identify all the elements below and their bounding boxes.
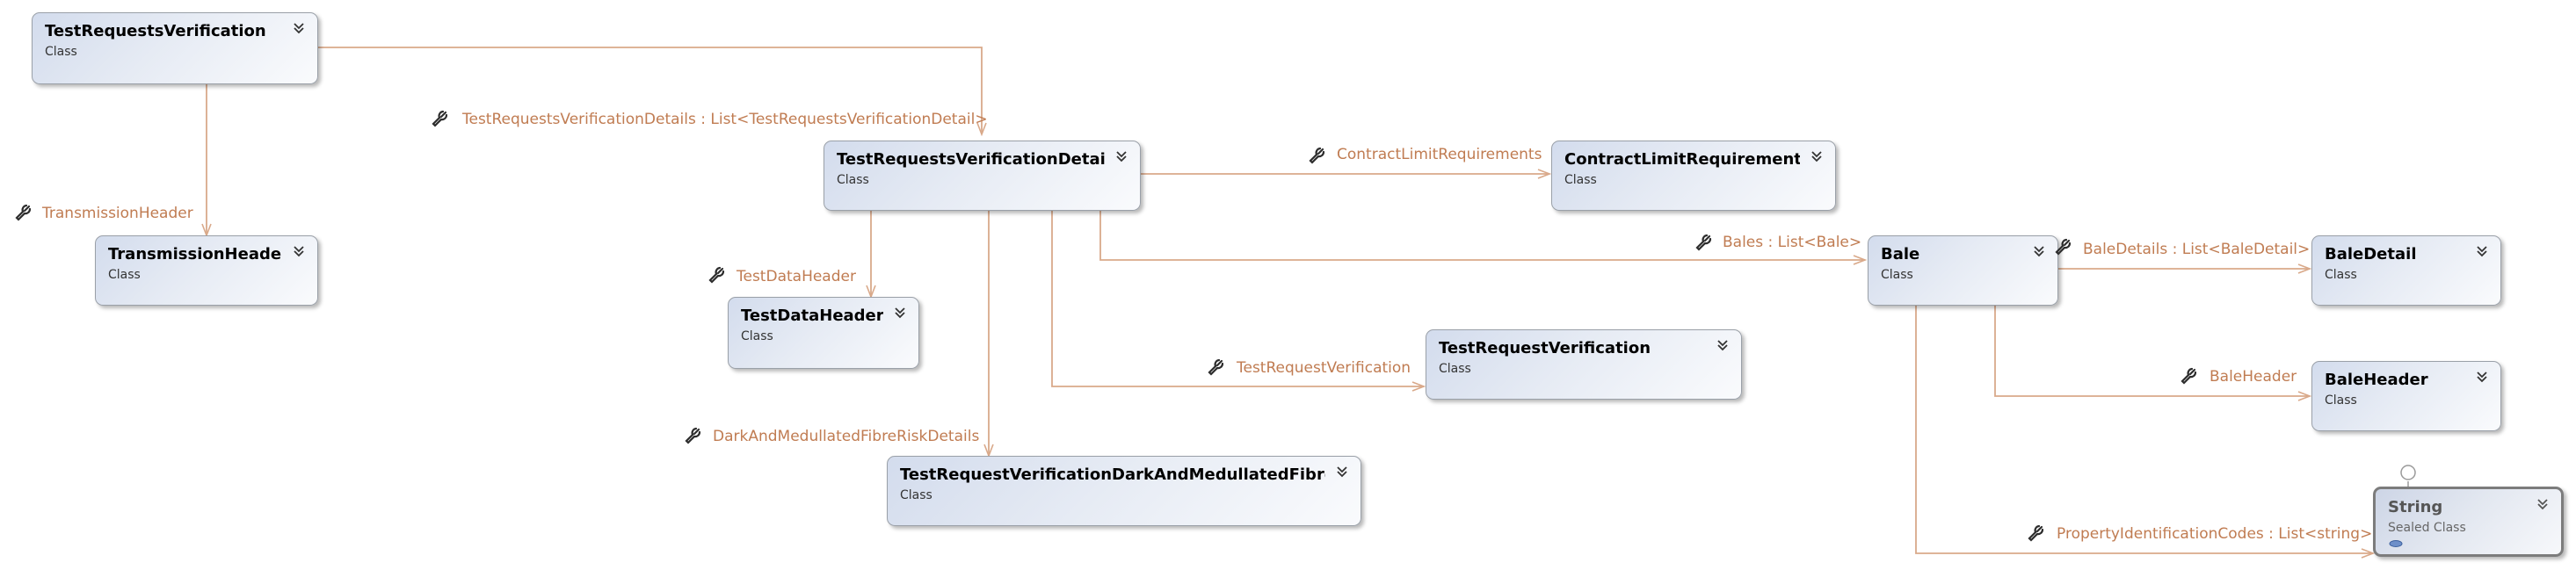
association-label-bale-header[interactable]: BaleHeader — [2210, 368, 2297, 386]
collapse-chevron-icon[interactable] — [1334, 464, 1350, 480]
shape-name: Bale — [1881, 245, 1920, 263]
wrench-icon — [2028, 524, 2044, 542]
shape-kind: Class — [2325, 393, 2357, 408]
shape-name: BaleHeader — [2325, 371, 2428, 389]
collapse-chevron-icon[interactable] — [2535, 496, 2551, 512]
wrench-icon — [1208, 358, 1224, 376]
wrench-icon — [432, 110, 448, 127]
association-label-test-requests-verification-details[interactable]: TestRequestsVerificationDetails : List<T… — [462, 111, 988, 128]
connector-bales — [1099, 211, 1865, 260]
class-shape-string[interactable]: String Sealed Class — [2373, 487, 2564, 557]
class-shape-transmission-header[interactable]: TransmissionHeader Class — [95, 235, 318, 306]
association-label-test-request-verification[interactable]: TestRequestVerification — [1237, 359, 1411, 377]
association-label-transmission-header[interactable]: TransmissionHeader — [42, 205, 193, 222]
wrench-icon — [708, 266, 725, 284]
class-shape-contract-limit-requirements[interactable]: ContractLimitRequirements Class — [1551, 141, 1836, 211]
wrench-icon — [685, 427, 701, 444]
association-label-dark-and-medullated[interactable]: DarkAndMedullatedFibreRiskDetails — [713, 428, 980, 445]
wrench-icon — [1309, 147, 1325, 164]
collapse-chevron-icon[interactable] — [2031, 243, 2047, 259]
shape-name: TestRequestVerification — [1439, 339, 1651, 357]
class-shape-bale-header[interactable]: BaleHeader Class — [2311, 361, 2501, 431]
shape-name: TestRequestVerificationDarkAndMedullated… — [900, 465, 1325, 484]
collapse-chevron-icon[interactable] — [291, 20, 307, 36]
class-shape-test-request-verification[interactable]: TestRequestVerification Class — [1426, 329, 1742, 400]
string-lollipop — [2400, 465, 2416, 487]
collapse-chevron-icon[interactable] — [892, 305, 908, 321]
shape-kind: Class — [837, 173, 869, 187]
shape-kind: Class — [1439, 362, 1471, 376]
shape-name: TransmissionHeader — [108, 245, 282, 263]
collapse-chevron-icon[interactable] — [2474, 243, 2490, 259]
wrench-icon — [1695, 234, 1712, 251]
shape-name: ContractLimitRequirements — [1564, 150, 1800, 169]
shape-name: BaleDetail — [2325, 245, 2417, 263]
shape-kind: Class — [1881, 268, 1913, 282]
shape-name: TestRequestsVerification — [45, 22, 266, 40]
collapse-chevron-icon[interactable] — [1114, 148, 1129, 164]
class-shape-test-requests-verification[interactable]: TestRequestsVerification Class — [32, 12, 318, 84]
wrench-icon — [15, 204, 32, 221]
collapse-chevron-icon[interactable] — [2474, 369, 2490, 385]
class-shape-test-requests-verification-detail[interactable]: TestRequestsVerificationDetail Class — [824, 141, 1141, 211]
wrench-icon — [2055, 238, 2072, 256]
collapse-chevron-icon[interactable] — [1809, 148, 1825, 164]
collapse-chevron-icon[interactable] — [1715, 337, 1731, 353]
class-shape-test-request-verification-dark-and-medullated[interactable]: TestRequestVerificationDarkAndMedullated… — [887, 456, 1361, 526]
class-shape-bale-detail[interactable]: BaleDetail Class — [2311, 235, 2501, 306]
shape-name: TestRequestsVerificationDetail — [837, 150, 1105, 169]
shape-name: String — [2388, 498, 2443, 516]
wrench-icon — [2181, 367, 2197, 385]
shape-kind: Sealed Class — [2388, 521, 2466, 535]
association-label-test-data-header[interactable]: TestDataHeader — [737, 268, 856, 285]
association-label-bale-details[interactable]: BaleDetails : List<BaleDetail> — [2083, 241, 2311, 258]
shape-kind: Class — [45, 45, 77, 59]
connector-test-requests-verification-details — [318, 47, 982, 134]
shape-kind: Class — [900, 488, 932, 502]
shape-name: TestDataHeader — [741, 307, 883, 325]
association-label-contract-limit-requirements[interactable]: ContractLimitRequirements — [1337, 146, 1542, 163]
class-shape-bale[interactable]: Bale Class — [1868, 235, 2058, 306]
connector-property-identification-codes — [1915, 306, 2373, 553]
interface-lollipop-icon — [2389, 540, 2403, 547]
shape-kind: Class — [108, 268, 141, 282]
shape-kind: Class — [2325, 268, 2357, 282]
shape-kind: Class — [1564, 173, 1597, 187]
shape-kind: Class — [741, 329, 773, 343]
association-label-property-identification-codes[interactable]: PropertyIdentificationCodes : List<strin… — [2057, 525, 2373, 543]
connector-test-request-verification — [1051, 211, 1424, 386]
class-shape-test-data-header[interactable]: TestDataHeader Class — [728, 297, 919, 369]
collapse-chevron-icon[interactable] — [291, 243, 307, 259]
association-label-bales[interactable]: Bales : List<Bale> — [1723, 234, 1862, 251]
